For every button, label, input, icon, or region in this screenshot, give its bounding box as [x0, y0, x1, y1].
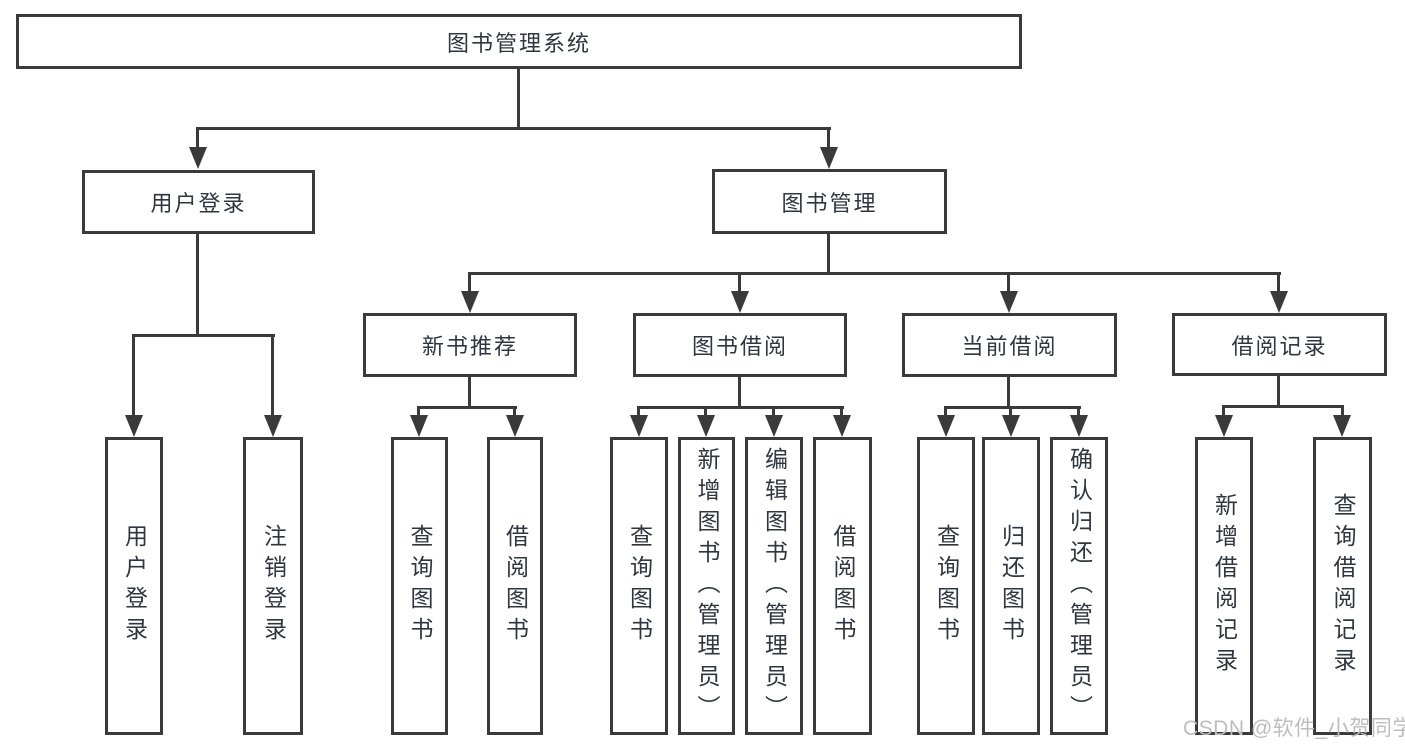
line-segment [827, 127, 830, 149]
line-segment [1007, 272, 1010, 293]
arrowhead-down-icon [765, 415, 783, 437]
node-label: 借阅图书 [502, 524, 529, 648]
line-segment [944, 406, 947, 417]
leaf-query-borrow-record: 查询借阅记录 [1313, 437, 1372, 735]
leaf-query-books-recommend: 查询图书 [391, 437, 448, 735]
node-label: 图书管理系统 [446, 30, 591, 56]
node-book-management: 图书管理 [712, 169, 947, 234]
arrowhead-down-icon [1333, 415, 1351, 437]
line-segment [1222, 405, 1344, 408]
node-label: 查询图书 [626, 524, 653, 648]
line-segment [132, 334, 135, 417]
leaf-add-borrow-record: 新增借阅记录 [1195, 437, 1253, 735]
node-label: 借阅图书 [830, 524, 856, 648]
node-book-borrowing: 图书借阅 [633, 313, 847, 377]
line-segment [738, 375, 741, 409]
line-segment [196, 127, 199, 149]
node-label: 用户登录 [121, 524, 148, 648]
line-segment [196, 127, 831, 130]
line-segment [468, 272, 471, 293]
line-segment [827, 232, 830, 275]
line-segment [517, 67, 520, 130]
line-segment [637, 406, 640, 417]
arrowhead-down-icon [461, 291, 479, 313]
node-label: 确认归还（管理员） [1066, 446, 1093, 726]
leaf-logout: 注销登录 [243, 437, 303, 735]
node-label: 查询图书 [407, 524, 433, 648]
node-label: 查询图书 [933, 524, 960, 648]
line-segment [1077, 406, 1080, 417]
leaf-query-books-borrowing: 查询图书 [610, 437, 668, 735]
line-segment [513, 406, 516, 417]
arrowhead-down-icon [264, 415, 282, 437]
line-segment [468, 375, 471, 409]
node-new-book-recommendation: 新书推荐 [363, 313, 577, 377]
arrowhead-down-icon [820, 147, 838, 169]
arrowhead-down-icon [833, 415, 851, 437]
line-segment [132, 334, 275, 337]
arrowhead-down-icon [731, 291, 749, 313]
node-label: 编辑图书（管理员） [761, 446, 788, 726]
arrowhead-down-icon [410, 415, 428, 437]
node-label: 注销登录 [260, 524, 287, 648]
leaf-borrow-books-recommend: 借阅图书 [487, 437, 543, 735]
line-segment [738, 272, 741, 293]
node-label: 新书推荐 [421, 334, 518, 359]
line-segment [1341, 405, 1344, 417]
line-segment [196, 232, 199, 337]
leaf-confirm-return-admin: 确认归还（管理员） [1050, 437, 1108, 735]
line-segment [1009, 406, 1012, 417]
node-label: 图书管理 [781, 190, 878, 216]
node-label: 新增借阅记录 [1211, 493, 1238, 679]
line-segment [1007, 375, 1010, 409]
line-segment [417, 406, 420, 417]
arrowhead-down-icon [697, 415, 715, 437]
node-label: 借阅记录 [1231, 333, 1328, 359]
arrowhead-down-icon [189, 147, 207, 169]
leaf-return-book: 归还图书 [982, 437, 1040, 735]
line-segment [417, 406, 517, 409]
leaf-add-book-admin: 新增图书（管理员） [678, 437, 735, 735]
node-library-management-system: 图书管理系统 [16, 14, 1022, 69]
node-label: 图书借阅 [691, 334, 788, 359]
arrowhead-down-icon [1215, 415, 1233, 437]
node-label: 当前借阅 [961, 334, 1058, 359]
leaf-user-login: 用户登录 [105, 437, 163, 735]
line-segment [637, 406, 844, 409]
node-user-login: 用户登录 [82, 170, 315, 234]
arrowhead-down-icon [125, 415, 143, 437]
arrowhead-down-icon [937, 415, 955, 437]
line-segment [1277, 374, 1280, 408]
arrowhead-down-icon [1270, 291, 1288, 313]
line-segment [1277, 272, 1280, 293]
line-segment [468, 272, 1281, 275]
node-borrowing-records: 借阅记录 [1172, 313, 1387, 376]
node-label: 新增图书（管理员） [694, 446, 720, 726]
arrowhead-down-icon [506, 415, 524, 437]
node-label: 归还图书 [998, 524, 1025, 648]
line-segment [772, 406, 775, 417]
arrowhead-down-icon [1002, 415, 1020, 437]
arrowhead-down-icon [1000, 291, 1018, 313]
line-segment [1222, 405, 1225, 417]
line-segment [840, 406, 843, 417]
leaf-borrow-books-borrowing: 借阅图书 [813, 437, 872, 735]
line-segment [271, 334, 274, 417]
csdn-watermark: CSDN @软件_小贺同学 [1183, 717, 1405, 740]
node-current-borrowing: 当前借阅 [902, 313, 1117, 377]
arrowhead-down-icon [1070, 415, 1088, 437]
node-label: 查询借阅记录 [1330, 493, 1356, 679]
node-label: 用户登录 [150, 191, 247, 216]
leaf-query-books-current: 查询图书 [917, 437, 975, 735]
line-segment [704, 406, 707, 417]
leaf-edit-book-admin: 编辑图书（管理员） [745, 437, 803, 735]
arrowhead-down-icon [630, 415, 648, 437]
line-segment [944, 406, 1081, 409]
